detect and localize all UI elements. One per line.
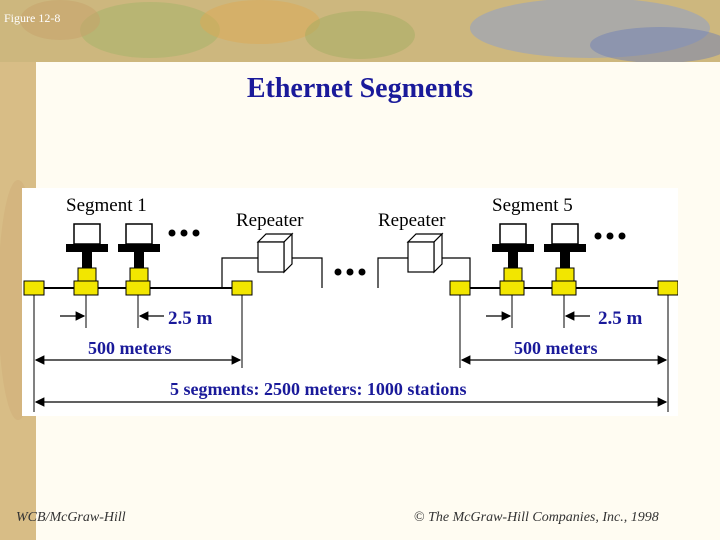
tap-connector	[125, 280, 151, 296]
station-icon	[544, 223, 586, 282]
terminator-right	[657, 280, 679, 296]
repeater-icon	[377, 232, 471, 288]
segment-length-right-label: 500 meters	[514, 338, 597, 358]
copyright-text: The McGraw-Hill Companies, Inc., 1998	[428, 510, 659, 525]
repeater-left-label: Repeater	[236, 210, 304, 231]
terminator-left	[23, 280, 45, 296]
page-title: Ethernet Segments	[246, 73, 474, 104]
ellipsis-dots-middle	[334, 268, 366, 276]
segment-5-label: Segment 5	[492, 195, 573, 216]
repeater-icon	[221, 232, 323, 288]
spacing-right-label: 2.5 m	[598, 308, 643, 329]
repeater-right-label: Repeater	[378, 210, 446, 231]
tap-connector	[73, 280, 99, 296]
total-label: 5 segments: 2500 meters: 1000 stations	[170, 379, 466, 399]
publisher-footer: WCB/McGraw-Hill	[16, 510, 126, 525]
terminator-right-start	[449, 280, 471, 296]
ethernet-diagram: Segment 1 Segment 5 Repeater Repeater 2.…	[22, 188, 679, 416]
segment-length-left-label: 500 meters	[88, 338, 171, 358]
ellipsis-dots-right	[594, 232, 626, 240]
ethernet-diagram-svg: Segment 1 Segment 5 Repeater Repeater 2.…	[23, 195, 679, 412]
terminator-left-end	[231, 280, 253, 296]
segment-1-label: Segment 1	[66, 195, 147, 216]
station-icon	[66, 223, 108, 282]
spacing-left-label: 2.5 m	[168, 308, 213, 329]
station-icon	[118, 223, 160, 282]
tap-connector	[551, 280, 577, 296]
ellipsis-dots-left	[168, 229, 200, 237]
figure-label: Figure 12-8	[4, 11, 61, 25]
tap-connector	[499, 280, 525, 296]
copyright-footer: © The McGraw-Hill Companies, Inc., 1998	[414, 510, 659, 526]
station-icon	[492, 223, 534, 282]
copyright-symbol: ©	[414, 510, 425, 525]
